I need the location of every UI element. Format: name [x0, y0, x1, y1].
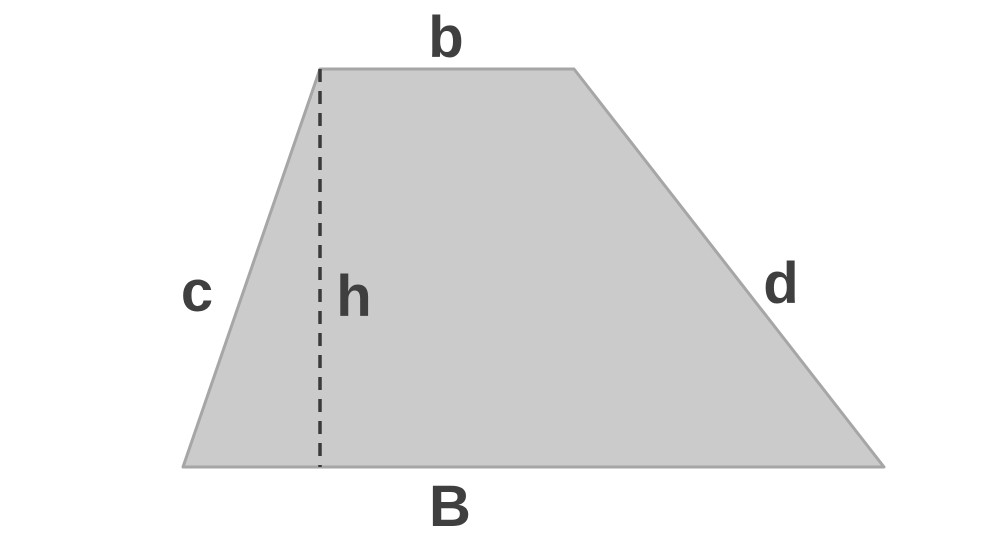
label-right-side: d — [763, 251, 798, 316]
trapezoid-shape — [181, 67, 886, 469]
label-bottom-base: B — [429, 474, 471, 539]
label-left-side: c — [181, 259, 213, 324]
label-height: h — [336, 264, 371, 329]
label-top-base: b — [428, 5, 463, 70]
